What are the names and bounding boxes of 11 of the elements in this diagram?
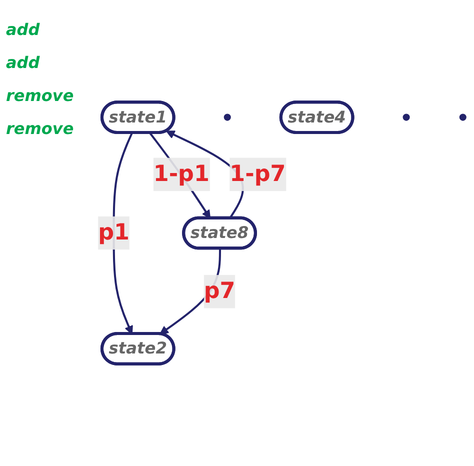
action-label: add xyxy=(6,53,41,72)
action-label: remove xyxy=(6,86,75,105)
edge-label: p1 xyxy=(98,220,130,246)
node-circle xyxy=(459,114,466,121)
node-circle xyxy=(402,114,410,121)
action-label: add xyxy=(6,20,41,39)
edge-label: 1-p1 xyxy=(153,162,210,188)
edge-label: 1-p7 xyxy=(230,162,286,188)
action-label: remove xyxy=(6,119,75,138)
edge-label: p7 xyxy=(204,278,236,304)
node-circle xyxy=(224,114,231,121)
